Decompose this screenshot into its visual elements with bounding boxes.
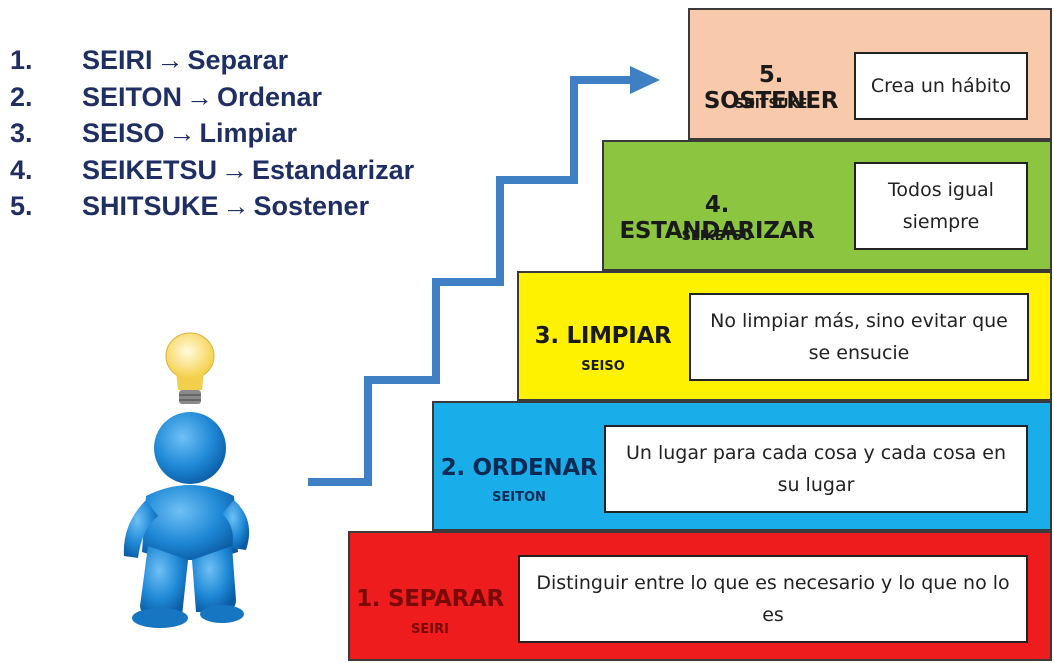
step-title: 3. LIMPIAR xyxy=(534,323,672,349)
step-description: No limpiar más, sino evitar que se ensuc… xyxy=(689,293,1029,381)
list-item: 3. SEISO → Limpiar xyxy=(10,115,480,152)
list-japanese: SHITSUKE xyxy=(82,191,219,221)
step-subtitle: SEITON xyxy=(492,490,546,505)
list-item: 4. SEIKETSU → Estandarizar xyxy=(10,152,480,189)
arrow-right-icon: → xyxy=(156,45,184,75)
five-s-list: 1. SEIRI → Separar 2. SEITON → Ordenar 3… xyxy=(10,42,480,225)
list-japanese: SEIRI xyxy=(82,45,153,75)
arrow-right-icon: → xyxy=(221,154,249,185)
lightbulb-icon xyxy=(165,332,215,404)
list-number: 2. xyxy=(10,81,33,112)
list-japanese: SEISO xyxy=(82,118,165,148)
list-spanish: Estandarizar xyxy=(252,154,415,185)
step-title: 4. ESTANDARIZAR xyxy=(619,192,815,244)
list-number: 5. xyxy=(10,191,33,221)
step-3-limpiar: 3. LIMPIAR SEISO No limpiar más, sino ev… xyxy=(517,271,1052,401)
step-2-ordenar: 2. ORDENAR SEITON Un lugar para cada cos… xyxy=(432,401,1052,531)
arrow-right-icon: → xyxy=(186,81,214,112)
step-title: 5. SOSTENER xyxy=(703,62,839,114)
step-subtitle: SEIRI xyxy=(411,622,449,637)
person-figure-icon xyxy=(123,412,250,628)
step-description: Un lugar para cada cosa y cada cosa en s… xyxy=(604,425,1028,513)
list-number: 4. xyxy=(10,154,33,185)
step-subtitle: SEISO xyxy=(581,359,625,374)
list-item: 5. SHITSUKE → Sostener xyxy=(10,188,480,225)
arrow-right-icon: → xyxy=(168,118,196,148)
step-subtitle: SHITSUKE xyxy=(734,97,808,112)
list-spanish: Sostener xyxy=(253,191,370,221)
list-number: 1. xyxy=(10,45,33,75)
list-number: 3. xyxy=(10,118,33,148)
step-title: 2. ORDENAR xyxy=(440,455,598,481)
step-1-separar: 1. SEPARAR SEIRI Distinguir entre lo que… xyxy=(348,531,1052,661)
list-item: 2. SEITON → Ordenar xyxy=(10,79,480,116)
list-spanish: Ordenar xyxy=(217,81,323,112)
list-spanish: Separar xyxy=(187,45,289,75)
step-subtitle: SEIKETSU xyxy=(681,229,753,244)
step-5-sostener: 5. SOSTENER SHITSUKE Crea un hábito xyxy=(688,8,1052,140)
step-description: Todos igual siempre xyxy=(854,162,1028,250)
arrow-right-icon: → xyxy=(222,191,250,221)
step-4-estandarizar: 4. ESTANDARIZAR SEIKETSU Todos igual sie… xyxy=(602,140,1052,271)
list-japanese: SEITON xyxy=(82,81,183,112)
step-title: 1. SEPARAR xyxy=(356,586,504,612)
step-description: Distinguir entre lo que es necesario y l… xyxy=(518,555,1028,643)
step-description: Crea un hábito xyxy=(854,52,1028,120)
list-item: 1. SEIRI → Separar xyxy=(10,42,480,79)
list-spanish: Limpiar xyxy=(199,118,298,148)
list-japanese: SEIKETSU xyxy=(82,154,218,185)
